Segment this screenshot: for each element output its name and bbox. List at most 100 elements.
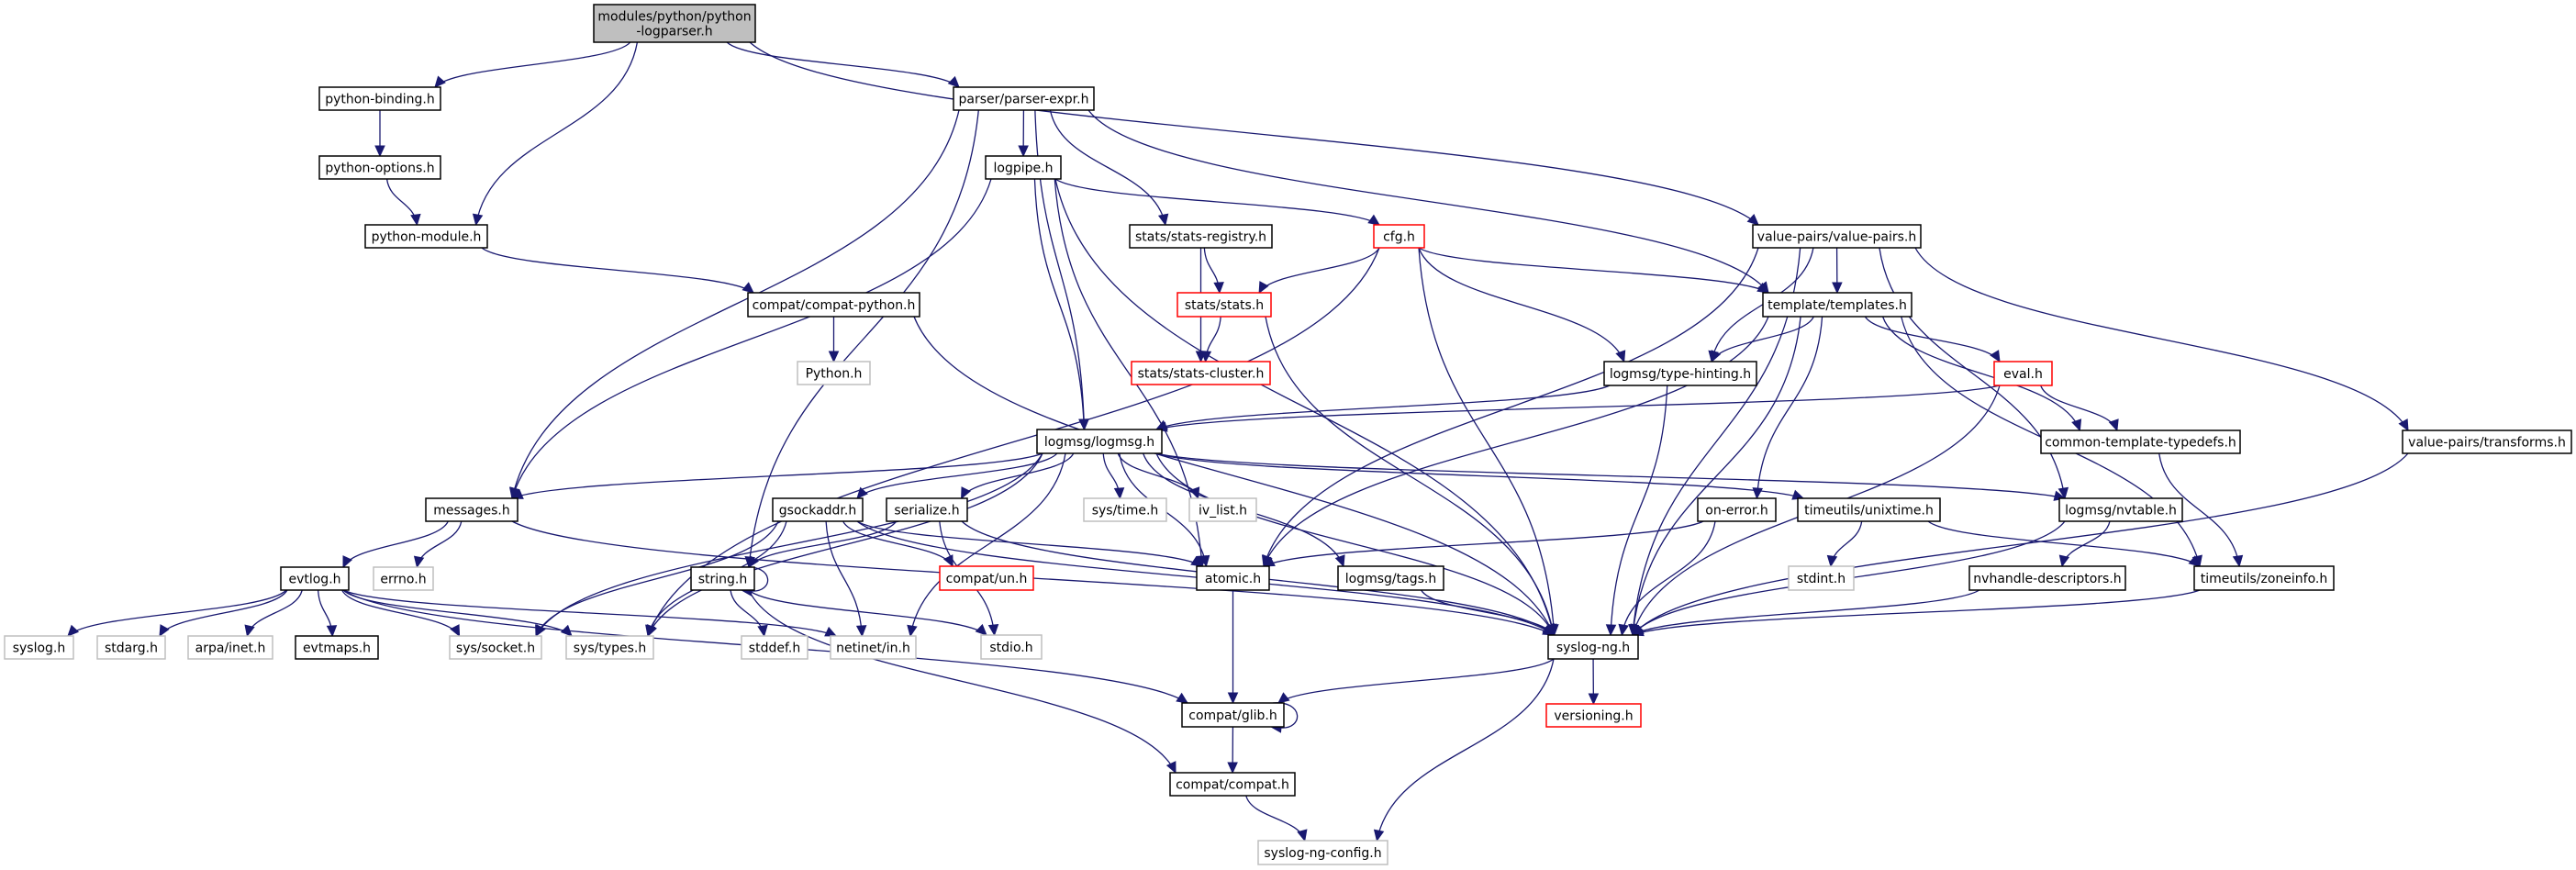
node-box — [2193, 565, 2335, 591]
edge-line — [511, 452, 1043, 499]
node-root[interactable]: modules/python/python-logparser.h — [593, 4, 756, 43]
node-box — [1752, 224, 1922, 249]
edge-line — [535, 520, 779, 637]
edge-cfg-to-templates — [1418, 247, 1770, 294]
node-atomic[interactable]: atomic.h — [1196, 565, 1270, 591]
node-box — [1169, 772, 1296, 797]
arrowhead-icon — [1297, 829, 1308, 842]
node-unixtime[interactable]: timeutils/unixtime.h — [1797, 497, 1941, 522]
edge-unixtime-to-stdint — [1826, 520, 1863, 568]
node-stdint: stdint.h — [1788, 565, 1855, 591]
node-python-module[interactable]: python-module.h — [364, 224, 488, 249]
node-gsockaddr[interactable]: gsockaddr.h — [772, 497, 864, 522]
edge-line — [1155, 452, 1555, 636]
node-box — [1968, 565, 2126, 591]
node-nvhandle-descriptors[interactable]: nvhandle-descriptors.h — [1968, 565, 2126, 591]
node-box — [830, 635, 917, 660]
edge-logmsg-to-iv_list — [1117, 452, 1200, 500]
node-box — [1196, 565, 1270, 591]
node-stats-cluster[interactable]: stats/stats-cluster.h — [1131, 361, 1271, 385]
node-stats-registry[interactable]: stats/stats-registry.h — [1129, 224, 1273, 249]
node-label: value-pairs/transforms.h — [2408, 436, 2566, 451]
node-value-pairs[interactable]: value-pairs/value-pairs.h — [1752, 224, 1922, 249]
edge-line — [1263, 316, 1769, 567]
edge-templates-to-on_error — [1752, 316, 1823, 500]
node-box — [565, 635, 654, 660]
node-nvtable[interactable]: logmsg/nvtable.h — [2058, 497, 2183, 522]
node-string[interactable]: string.h — [690, 566, 755, 591]
node-box — [2402, 429, 2572, 454]
node-label: -logparser.h — [636, 25, 712, 39]
arrowhead-icon — [1832, 282, 1843, 295]
node-compat-glib[interactable]: compat/glib.h — [1181, 702, 1285, 728]
edge-root-to-python_binding — [434, 41, 631, 88]
node-label: sys/types.h — [574, 641, 646, 656]
node-label: timeutils/unixtime.h — [1804, 504, 1934, 519]
node-label: stdio.h — [989, 641, 1032, 655]
node-templates[interactable]: template/templates.h — [1762, 292, 1912, 318]
node-type-hinting[interactable]: logmsg/type-hinting.h — [1603, 361, 1757, 386]
node-logpipe[interactable]: logpipe.h — [985, 155, 1062, 180]
node-label: serialize.h — [894, 504, 959, 519]
arrowhead-icon — [472, 213, 484, 227]
node-box — [295, 635, 379, 660]
edge-line — [1263, 520, 1704, 567]
edge-line — [511, 178, 992, 499]
edge-line — [416, 520, 463, 568]
node-zoneinfo[interactable]: timeutils/zoneinfo.h — [2193, 565, 2335, 591]
node-python-options[interactable]: python-options.h — [318, 155, 441, 180]
edge-eval-to-common_template_typedefs — [2040, 385, 2119, 432]
node-serialize[interactable]: serialize.h — [886, 497, 968, 522]
node-versioning[interactable]: versioning.h — [1545, 703, 1642, 728]
node-label: python-module.h — [372, 230, 482, 245]
node-label: common-template-typedefs.h — [2045, 436, 2236, 451]
node-box — [187, 635, 273, 660]
edge-line — [1632, 589, 1980, 636]
node-logmsg[interactable]: logmsg/logmsg.h — [1036, 429, 1163, 454]
arrowhead-icon — [2232, 554, 2244, 568]
node-compat-python[interactable]: compat/compat-python.h — [747, 292, 920, 318]
node-syslog-ng[interactable]: syslog-ng.h — [1547, 634, 1639, 660]
arrowhead-icon — [326, 625, 338, 638]
node-box — [1036, 429, 1163, 454]
edge-line — [67, 589, 287, 637]
arrowhead-icon — [1157, 213, 1169, 227]
node-box — [96, 635, 166, 660]
edge-value_pairs-to-transforms — [1914, 247, 2409, 432]
node-box — [747, 292, 920, 318]
node-evtlog[interactable]: evtlog.h — [280, 566, 350, 591]
node-messages[interactable]: messages.h — [425, 497, 519, 522]
edge-line — [1054, 178, 1380, 226]
arrowhead-icon — [942, 554, 953, 568]
edge-line — [1155, 385, 1611, 430]
node-label: timeutils/zoneinfo.h — [2201, 572, 2328, 586]
node-box — [985, 155, 1062, 180]
node-common-template-typedefs[interactable]: common-template-typedefs.h — [2040, 429, 2241, 454]
node-box — [797, 361, 871, 385]
node-tags[interactable]: logmsg/tags.h — [1337, 565, 1444, 591]
node-cfg[interactable]: cfg.h — [1373, 224, 1425, 249]
arrowhead-icon — [434, 75, 446, 88]
edge-line — [1054, 178, 1203, 567]
arrowhead-icon — [1367, 214, 1380, 226]
node-parser-expr[interactable]: parser/parser-expr.h — [953, 86, 1095, 111]
node-stats[interactable]: stats/stats.h — [1176, 292, 1272, 318]
node-compat-compat[interactable]: compat/compat.h — [1169, 772, 1296, 797]
node-transforms[interactable]: value-pairs/transforms.h — [2402, 429, 2572, 454]
arrowhead-icon — [2398, 418, 2409, 432]
node-python-binding[interactable]: python-binding.h — [318, 86, 441, 111]
node-label: syslog.h — [13, 641, 66, 656]
node-evtmaps[interactable]: evtmaps.h — [295, 635, 379, 660]
node-label: logpipe.h — [994, 162, 1054, 176]
arrowhead-icon — [1752, 487, 1763, 500]
edge-tags-to-syslog_ng — [1421, 589, 1555, 637]
edge-line — [726, 41, 960, 88]
arrowhead-icon — [1711, 350, 1722, 363]
node-compat-un[interactable]: compat/un.h — [939, 565, 1034, 591]
node-box — [1547, 634, 1639, 660]
node-box — [1545, 703, 1642, 728]
node-on-error[interactable]: on-error.h — [1697, 497, 1777, 522]
arrowhead-icon — [856, 486, 868, 499]
node-eval[interactable]: eval.h — [1993, 361, 2053, 386]
edge-line — [342, 589, 837, 637]
